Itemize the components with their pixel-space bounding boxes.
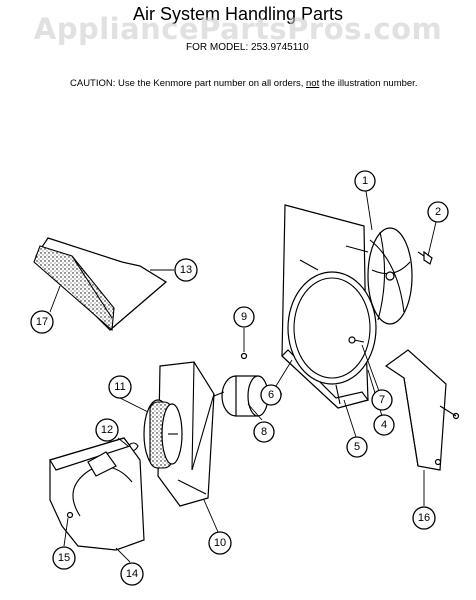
cover-plate — [384, 349, 460, 471]
callout-12: 12 — [95, 418, 119, 442]
diagram-title: Air System Handling Parts — [132, 4, 344, 24]
svg-text:2: 2 — [435, 206, 441, 218]
svg-text:8: 8 — [261, 426, 267, 438]
callout-4: 4 — [373, 414, 395, 436]
svg-text:9: 9 — [241, 311, 247, 323]
filter-assembly — [33, 237, 168, 332]
caution-emphasis: not — [306, 78, 320, 89]
housing-opening — [287, 271, 377, 385]
callout-13: 13 — [174, 258, 198, 282]
callout-9: 9 — [233, 306, 255, 328]
motor — [213, 375, 282, 417]
callout-7: 7 — [371, 389, 393, 411]
filter-foam — [33, 245, 115, 332]
svg-text:6: 6 — [268, 389, 274, 401]
screw-15 — [66, 511, 74, 519]
model-number: 253.9745110 — [251, 42, 309, 53]
svg-text:1: 1 — [362, 175, 368, 187]
callout-2: 2 — [427, 201, 449, 223]
svg-text:15: 15 — [58, 552, 70, 564]
svg-text:12: 12 — [101, 424, 113, 436]
fan-blade — [367, 227, 413, 325]
caution-note: CAUTION: Use the Kenmore part number on … — [70, 78, 417, 89]
callout-6: 6 — [260, 384, 282, 406]
callout-17: 17 — [30, 310, 54, 334]
model-line: FOR MODEL: 253.9745110 — [186, 42, 309, 53]
callout-10: 10 — [208, 531, 232, 555]
svg-text:17: 17 — [36, 316, 48, 328]
svg-text:10: 10 — [214, 537, 226, 549]
air-handler-housing — [281, 204, 377, 409]
mounting-plate — [157, 361, 215, 507]
svg-text:16: 16 — [418, 512, 430, 524]
blower-housing — [49, 437, 145, 551]
callout-1: 1 — [354, 170, 376, 192]
svg-text:14: 14 — [126, 568, 138, 580]
model-prefix: FOR MODEL: — [186, 42, 249, 53]
screw-2 — [417, 250, 433, 265]
blower-wheel — [143, 399, 183, 469]
mounting-stud — [348, 336, 365, 344]
svg-text:5: 5 — [354, 441, 360, 453]
callout-5: 5 — [346, 436, 368, 458]
callouts: 1 2 4 5 6 7 8 9 — [30, 170, 449, 586]
callout-14: 14 — [120, 562, 144, 586]
callout-8: 8 — [253, 421, 275, 443]
svg-text:13: 13 — [180, 264, 192, 276]
caution-suffix: the illustration number. — [321, 78, 418, 89]
caution-prefix: CAUTION: Use the Kenmore part number on … — [70, 78, 304, 89]
svg-text:4: 4 — [381, 419, 387, 431]
callout-11: 11 — [108, 375, 132, 399]
screw-9 — [240, 352, 248, 360]
svg-text:11: 11 — [114, 381, 125, 393]
svg-text:7: 7 — [379, 394, 385, 406]
callout-16: 16 — [412, 506, 436, 530]
callout-15: 15 — [52, 546, 76, 570]
